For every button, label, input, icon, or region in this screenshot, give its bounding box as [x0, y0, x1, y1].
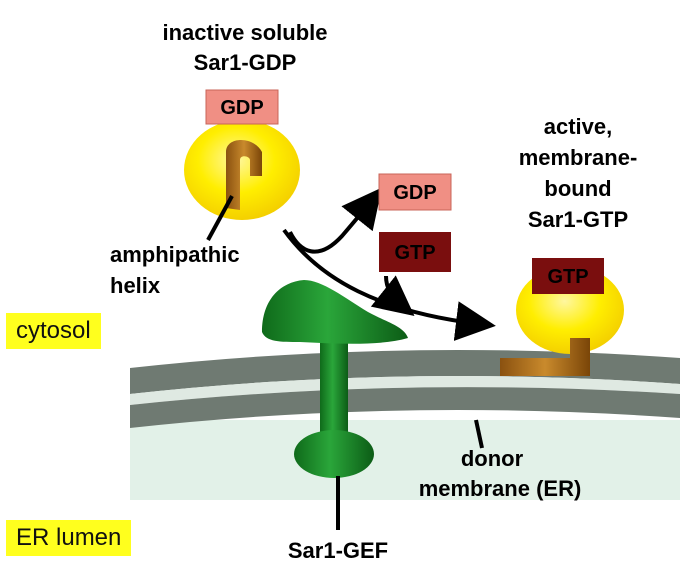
gdp-top-label: GDP [220, 97, 263, 119]
gtp-uptake-arrow [370, 275, 415, 316]
active-title-line4: Sar1-GTP [528, 207, 628, 232]
donor-label-line2: membrane (ER) [419, 476, 582, 501]
helix-label-line1: amphipathic [110, 242, 240, 267]
gtp-right-label: GTP [547, 266, 588, 288]
gtp-box-right [532, 258, 604, 294]
gdp-box-top [205, 89, 279, 125]
gef-label: Sar1-GEF [288, 538, 388, 563]
cytosol-label: cytosol [6, 313, 101, 349]
inactive-title-line2: Sar1-GDP [194, 50, 297, 75]
active-title-line2: membrane- [519, 145, 638, 170]
helix-label-line2: helix [110, 273, 161, 298]
gdp-box-mid [378, 173, 452, 211]
active-title-line3: bound [544, 176, 611, 201]
er-lumen-region [130, 420, 680, 500]
membrane-inner-leaflet [130, 387, 680, 428]
gdp-mid-label: GDP [393, 182, 436, 204]
active-title-line1: active, [544, 114, 613, 139]
er-lumen-label: ER lumen [6, 520, 132, 556]
gtp-mid-label: GTP [394, 242, 435, 264]
activation-arrow [282, 228, 496, 341]
donor-pointer-line [474, 419, 484, 449]
gdp-release-arrow [288, 187, 382, 254]
sar1-gef-protein [262, 280, 408, 478]
sar1-gdp-protein [184, 120, 300, 220]
gtp-box-mid [379, 232, 451, 272]
donor-label-line1: donor [461, 446, 524, 471]
helix-pointer-line [206, 195, 234, 241]
membrane-gap [130, 376, 680, 405]
inactive-title-line1: inactive soluble [162, 20, 327, 45]
